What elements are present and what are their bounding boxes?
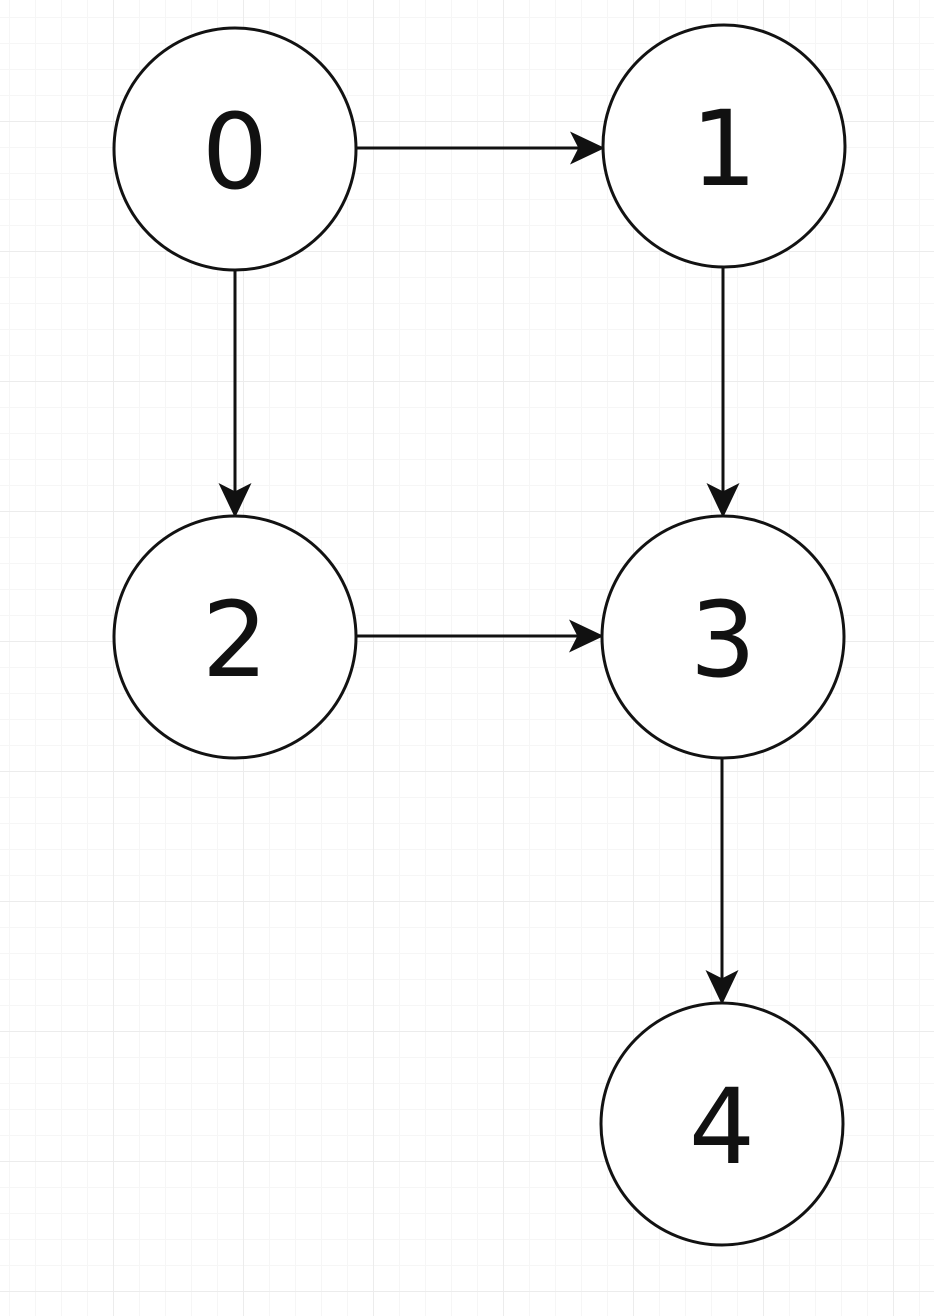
node-circle[interactable] bbox=[599, 1001, 845, 1247]
node-label: 3 bbox=[690, 579, 756, 701]
graph-node-4[interactable]: 4 bbox=[599, 1001, 845, 1247]
node-layer: 0 1 2 3 4 bbox=[112, 23, 847, 1247]
node-circle[interactable] bbox=[112, 26, 358, 272]
graph-node-1[interactable]: 1 bbox=[601, 23, 847, 269]
node-label: 4 bbox=[689, 1066, 755, 1188]
node-circle[interactable] bbox=[601, 23, 847, 269]
node-circle[interactable] bbox=[600, 514, 846, 760]
node-label: 0 bbox=[202, 91, 268, 213]
edge-layer bbox=[218, 131, 740, 1005]
node-label: 1 bbox=[691, 88, 757, 210]
graph-node-3[interactable]: 3 bbox=[600, 514, 846, 760]
node-circle[interactable] bbox=[112, 514, 358, 760]
graph-node-2[interactable]: 2 bbox=[112, 514, 358, 760]
graph-node-0[interactable]: 0 bbox=[112, 26, 358, 272]
node-label: 2 bbox=[202, 579, 268, 701]
